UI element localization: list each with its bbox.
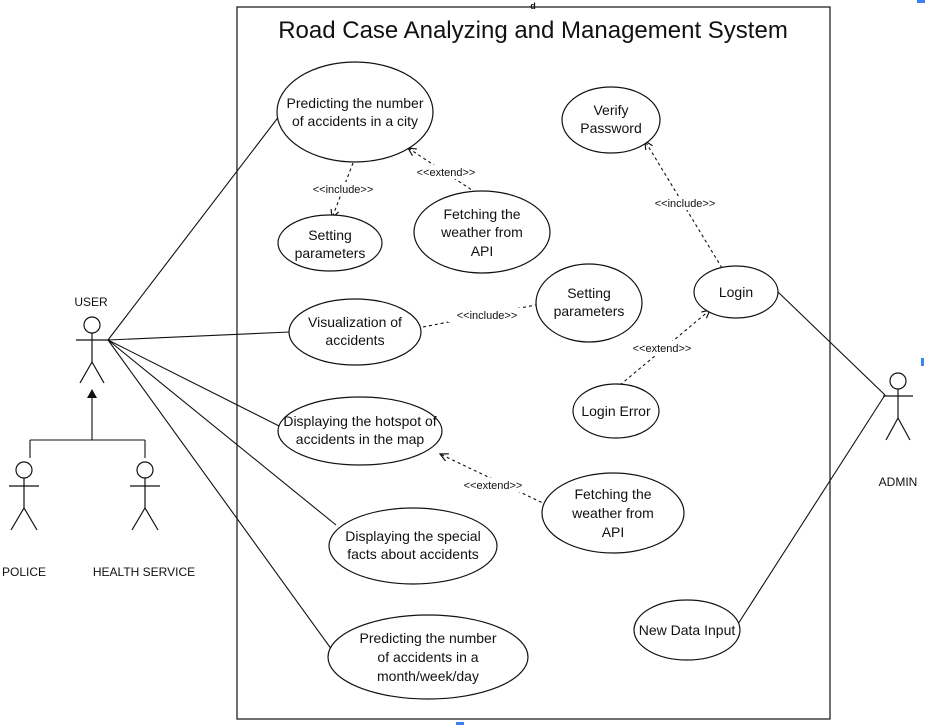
include-label-2: <<include>> — [457, 310, 518, 322]
use-case-login-error: Login Error — [572, 383, 660, 439]
assoc-user-hotspot — [107, 339, 284, 429]
include-arrow-2 — [422, 302, 551, 328]
actor-user-label: USER — [74, 295, 108, 309]
assoc-user-predict-city — [107, 110, 284, 341]
svg-text:Login Error: Login Error — [581, 403, 651, 419]
actor-police-label: POLICE — [2, 565, 46, 579]
extend-arrow-2 — [619, 310, 710, 386]
user-associations — [107, 110, 346, 669]
selection-handle-right — [921, 358, 924, 366]
use-case-new-data-input: New Data Input — [633, 599, 741, 661]
boundary-marker: d — [530, 1, 536, 11]
system-boundary — [236, 6, 831, 720]
assoc-admin-new-data — [737, 394, 886, 625]
use-case-login: Login — [693, 265, 779, 319]
svg-text:Login: Login — [719, 284, 753, 300]
actor-admin-label: ADMIN — [879, 475, 918, 489]
selection-handle-bottom — [456, 722, 464, 725]
svg-text:New Data Input: New Data Input — [639, 622, 736, 638]
actor-health-service-label: HEALTH SERVICE — [93, 565, 195, 579]
include-label-1: <<include>> — [313, 184, 374, 196]
actor-police: POLICE — [2, 461, 46, 579]
actor-admin: ADMIN — [879, 372, 918, 489]
actor-user: USER — [74, 295, 108, 384]
actor-health-service: HEALTH SERVICE — [93, 461, 195, 579]
include-arrow-1 — [332, 162, 354, 218]
extend-label-3: <<extend>> — [464, 480, 523, 492]
admin-associations — [737, 291, 886, 625]
assoc-user-predict-time — [107, 339, 346, 669]
assoc-admin-login — [777, 291, 886, 396]
extend-label-1: <<extend>> — [417, 167, 476, 179]
extend-label-2: <<extend>> — [633, 343, 692, 355]
diagram-title: Road Case Analyzing and Management Syste… — [278, 17, 788, 44]
extend-arrow-3 — [440, 454, 548, 506]
assoc-user-visualization — [107, 331, 291, 341]
include-label-3: <<include>> — [655, 198, 716, 210]
assoc-user-special-facts — [107, 339, 337, 526]
selection-handle-top — [917, 0, 925, 3]
generalization — [29, 389, 146, 458]
relation-labels: <<include>> <<extend>> <<include>> <<inc… — [304, 165, 724, 492]
